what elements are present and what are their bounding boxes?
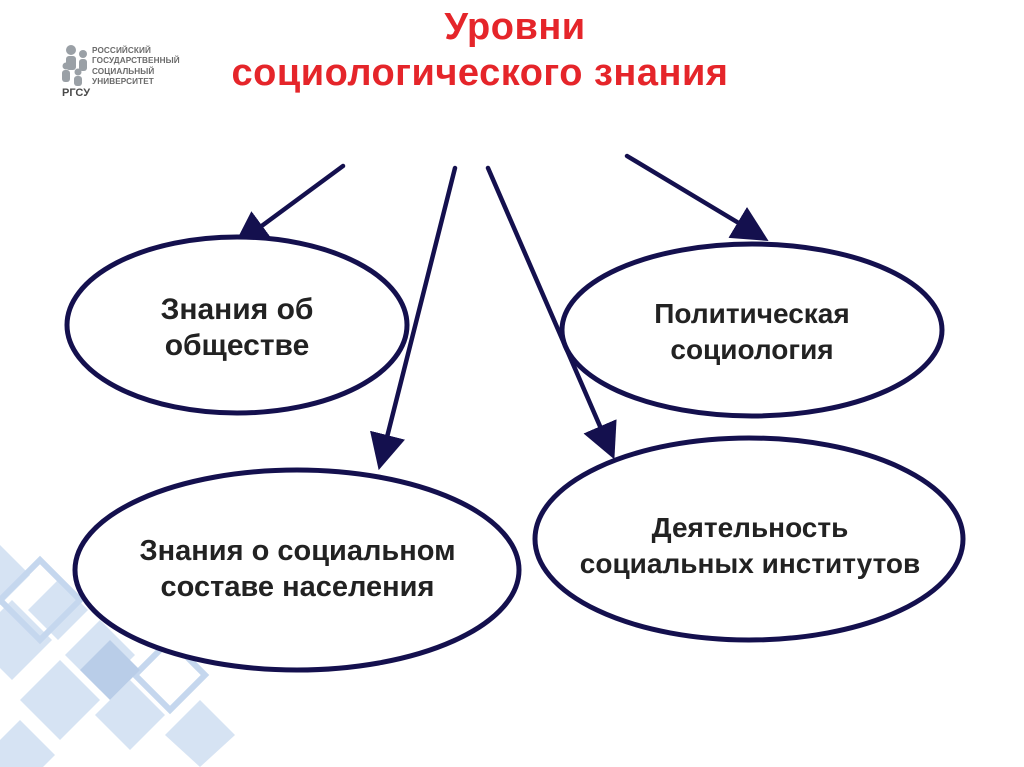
node-political: Политическая социология [592, 296, 912, 368]
logo-name-line: УНИВЕРСИТЕТ [92, 76, 154, 86]
ellipse-population [72, 467, 522, 673]
node-institutions-line-1: Деятельность [651, 512, 849, 543]
node-political-line-2: социология [670, 334, 834, 365]
node-institutions: Деятельность социальных институтов [535, 510, 965, 582]
arrow-to-institutions [485, 165, 617, 460]
node-institutions-line-2: социальных институтов [579, 548, 921, 579]
node-society-line-1: Знания об [160, 293, 314, 326]
ellipse-political [559, 241, 945, 419]
decor-diamond [0, 600, 52, 680]
ellipse-institutions [532, 435, 966, 643]
arrow-to-society [233, 163, 346, 248]
arrow-to-population [370, 165, 458, 471]
logo-university-name: РОССИЙСКИЙ ГОСУДАРСТВЕННЫЙ СОЦИАЛЬНЫЙ УН… [92, 46, 180, 87]
logo-name-line: РОССИЙСКИЙ [92, 46, 151, 55]
decor-diamond-outline [130, 635, 210, 715]
decor-diamond [0, 720, 55, 767]
logo-icon [62, 45, 87, 86]
logo-abbreviation: РГСУ [62, 87, 91, 99]
node-population-line-2: составе населения [160, 571, 435, 603]
decor-diamond [80, 640, 140, 700]
decor-diamond [20, 660, 100, 740]
decor-diamond [165, 700, 235, 767]
node-society: Знания об обществе [97, 292, 377, 364]
logo-name-line: ГОСУДАРСТВЕННЫЙ [92, 56, 180, 66]
node-population-line-1: Знания о социальном [139, 535, 456, 567]
title-line-1: Уровни [444, 6, 586, 48]
decor-diamond-outline [0, 555, 85, 645]
node-political-line-1: Политическая [654, 298, 850, 329]
page-title: Уровни социологического знания [150, 4, 810, 96]
node-society-line-2: обществе [164, 329, 310, 362]
arrow-to-political [624, 153, 769, 241]
ellipse-society [64, 234, 410, 416]
node-population: Знания о социальном составе населения [85, 533, 510, 605]
logo-name-line: СОЦИАЛЬНЫЙ [92, 66, 155, 76]
title-line-2: социологического знания [231, 52, 729, 94]
